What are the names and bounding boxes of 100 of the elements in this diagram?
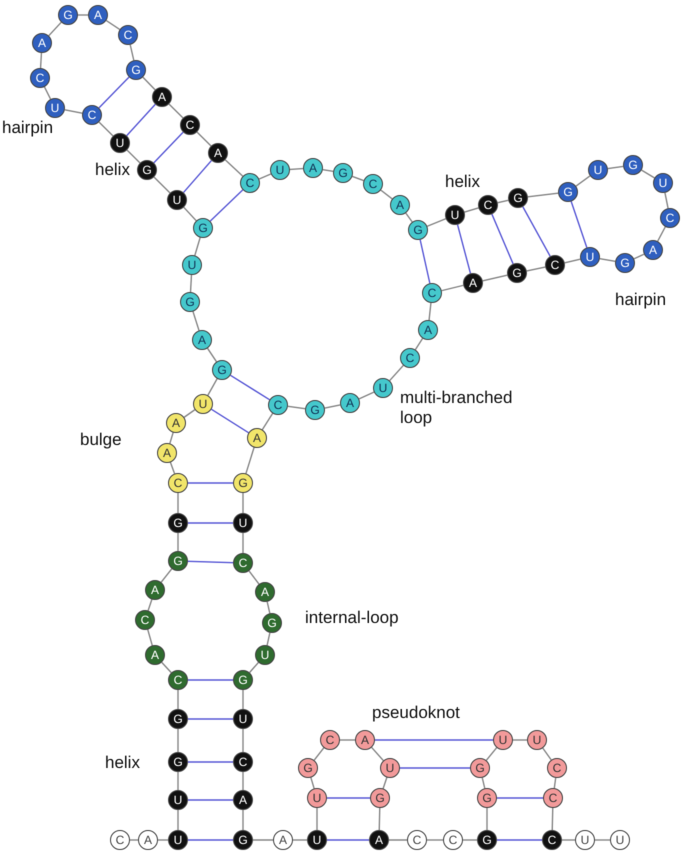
base-pair-line bbox=[188, 679, 233, 681]
nucleotide-circle: G bbox=[168, 513, 188, 533]
nucleotide-circle: G bbox=[180, 292, 200, 312]
backbone-line bbox=[600, 258, 616, 262]
backbone-line bbox=[542, 748, 552, 760]
nucleotide-circle: G bbox=[168, 752, 188, 772]
backbone-line bbox=[486, 747, 498, 761]
nucleotide-circle: C bbox=[400, 348, 420, 368]
backbone-line bbox=[427, 218, 446, 227]
nucleotide-circle: C bbox=[180, 115, 200, 135]
nucleotide-circle: G bbox=[408, 220, 428, 240]
backbone-line bbox=[40, 52, 42, 68]
backbone-line bbox=[664, 192, 669, 208]
nucleotide-circle: G bbox=[615, 253, 635, 273]
nucleotide-circle: A bbox=[138, 830, 158, 850]
nucleotide-circle: U bbox=[445, 205, 465, 225]
nucleotide-circle: U bbox=[307, 830, 327, 850]
backbone-line bbox=[427, 839, 443, 841]
nucleotide-circle: U bbox=[588, 160, 608, 180]
nucleotide-circle: U bbox=[182, 255, 202, 275]
backbone-line bbox=[564, 258, 580, 264]
nucleotide-circle: G bbox=[126, 60, 146, 80]
backbone-line bbox=[253, 839, 273, 841]
backbone-line bbox=[382, 777, 388, 789]
nucleotide-circle: A bbox=[208, 143, 228, 163]
structure-label: helix bbox=[105, 753, 140, 773]
backbone-line bbox=[316, 808, 318, 830]
base-pair-line bbox=[456, 224, 472, 274]
base-pair-line bbox=[188, 799, 233, 801]
nucleotide-circle: G bbox=[233, 830, 253, 850]
nucleotide-circle: A bbox=[88, 5, 108, 25]
nucleotide-circle: C bbox=[268, 395, 288, 415]
backbone-line bbox=[242, 493, 244, 513]
nucleotide-circle: U bbox=[255, 645, 275, 665]
backbone-line bbox=[258, 173, 272, 180]
nucleotide-circle: G bbox=[470, 758, 490, 778]
backbone-line bbox=[288, 406, 306, 410]
nucleotide-circle: A bbox=[157, 443, 177, 463]
backbone-line bbox=[194, 237, 201, 256]
nucleotide-circle: G bbox=[623, 155, 643, 175]
backbone-line bbox=[126, 150, 140, 164]
structure-label: internal-loop bbox=[305, 608, 399, 628]
nucleotide-circle: A bbox=[255, 582, 275, 602]
base-pair-line bbox=[126, 104, 156, 136]
nucleotide-circle: U bbox=[580, 247, 600, 267]
nucleotide-circle: C bbox=[320, 730, 340, 750]
backbone-line bbox=[242, 690, 244, 709]
backbone-line bbox=[160, 568, 172, 583]
base-pair-line bbox=[98, 76, 130, 108]
nucleotide-circle: G bbox=[477, 830, 497, 850]
backbone-line bbox=[554, 778, 556, 788]
backbone-line bbox=[64, 109, 82, 114]
base-pair-line bbox=[188, 522, 233, 524]
backbone-line bbox=[324, 404, 340, 409]
backbone-line bbox=[192, 311, 200, 331]
nucleotide-circle: G bbox=[333, 163, 353, 183]
nucleotide-circle: G bbox=[193, 218, 213, 238]
nucleotide-circle: C bbox=[363, 174, 383, 194]
backbone-line bbox=[576, 175, 590, 187]
backbone-line bbox=[161, 662, 172, 674]
backbone-line bbox=[224, 159, 244, 177]
backbone-line bbox=[248, 570, 260, 584]
backbone-line bbox=[183, 206, 197, 222]
base-pair-line bbox=[188, 482, 233, 484]
backbone-line bbox=[352, 176, 364, 182]
backbone-line bbox=[657, 226, 666, 242]
backbone-line bbox=[482, 274, 508, 282]
nucleotide-circle: U bbox=[380, 758, 400, 778]
backbone-line bbox=[169, 432, 174, 444]
nucleotide-circle: U bbox=[373, 378, 393, 398]
backbone-line bbox=[262, 413, 274, 430]
backbone-line bbox=[595, 839, 610, 841]
backbone-line bbox=[177, 690, 179, 709]
base-pair-line bbox=[188, 718, 233, 720]
base-pair-line bbox=[327, 797, 370, 799]
base-pair-line bbox=[522, 206, 551, 257]
base-pair-line bbox=[188, 839, 233, 841]
backbone-line bbox=[634, 254, 644, 260]
backbone-line bbox=[513, 739, 527, 741]
backbone-line bbox=[48, 22, 62, 36]
nucleotide-circle: U bbox=[45, 98, 65, 118]
nucleotide-circle: C bbox=[233, 553, 253, 573]
nucleotide-circle: A bbox=[152, 87, 172, 107]
nucleotide-circle: G bbox=[137, 160, 157, 180]
backbone-line bbox=[142, 76, 156, 90]
backbone-line bbox=[177, 729, 179, 752]
nucleotide-circle: G bbox=[233, 670, 253, 690]
backbone-line bbox=[498, 200, 508, 204]
backbone-line bbox=[314, 747, 324, 761]
base-pair-line bbox=[230, 374, 270, 400]
structure-label: pseudoknot bbox=[372, 703, 460, 723]
nucleotide-circle: U bbox=[575, 830, 595, 850]
nucleotide-circle: A bbox=[369, 830, 389, 850]
nucleotide-circle: C bbox=[547, 758, 567, 778]
nucleotide-circle: U bbox=[270, 160, 290, 180]
nucleotide-circle: G bbox=[305, 400, 325, 420]
structure-label: multi-branched loop bbox=[400, 388, 514, 428]
nucleotide-circle: A bbox=[192, 330, 212, 350]
structure-label: hairpin bbox=[2, 118, 54, 138]
backbone-line bbox=[158, 839, 168, 841]
